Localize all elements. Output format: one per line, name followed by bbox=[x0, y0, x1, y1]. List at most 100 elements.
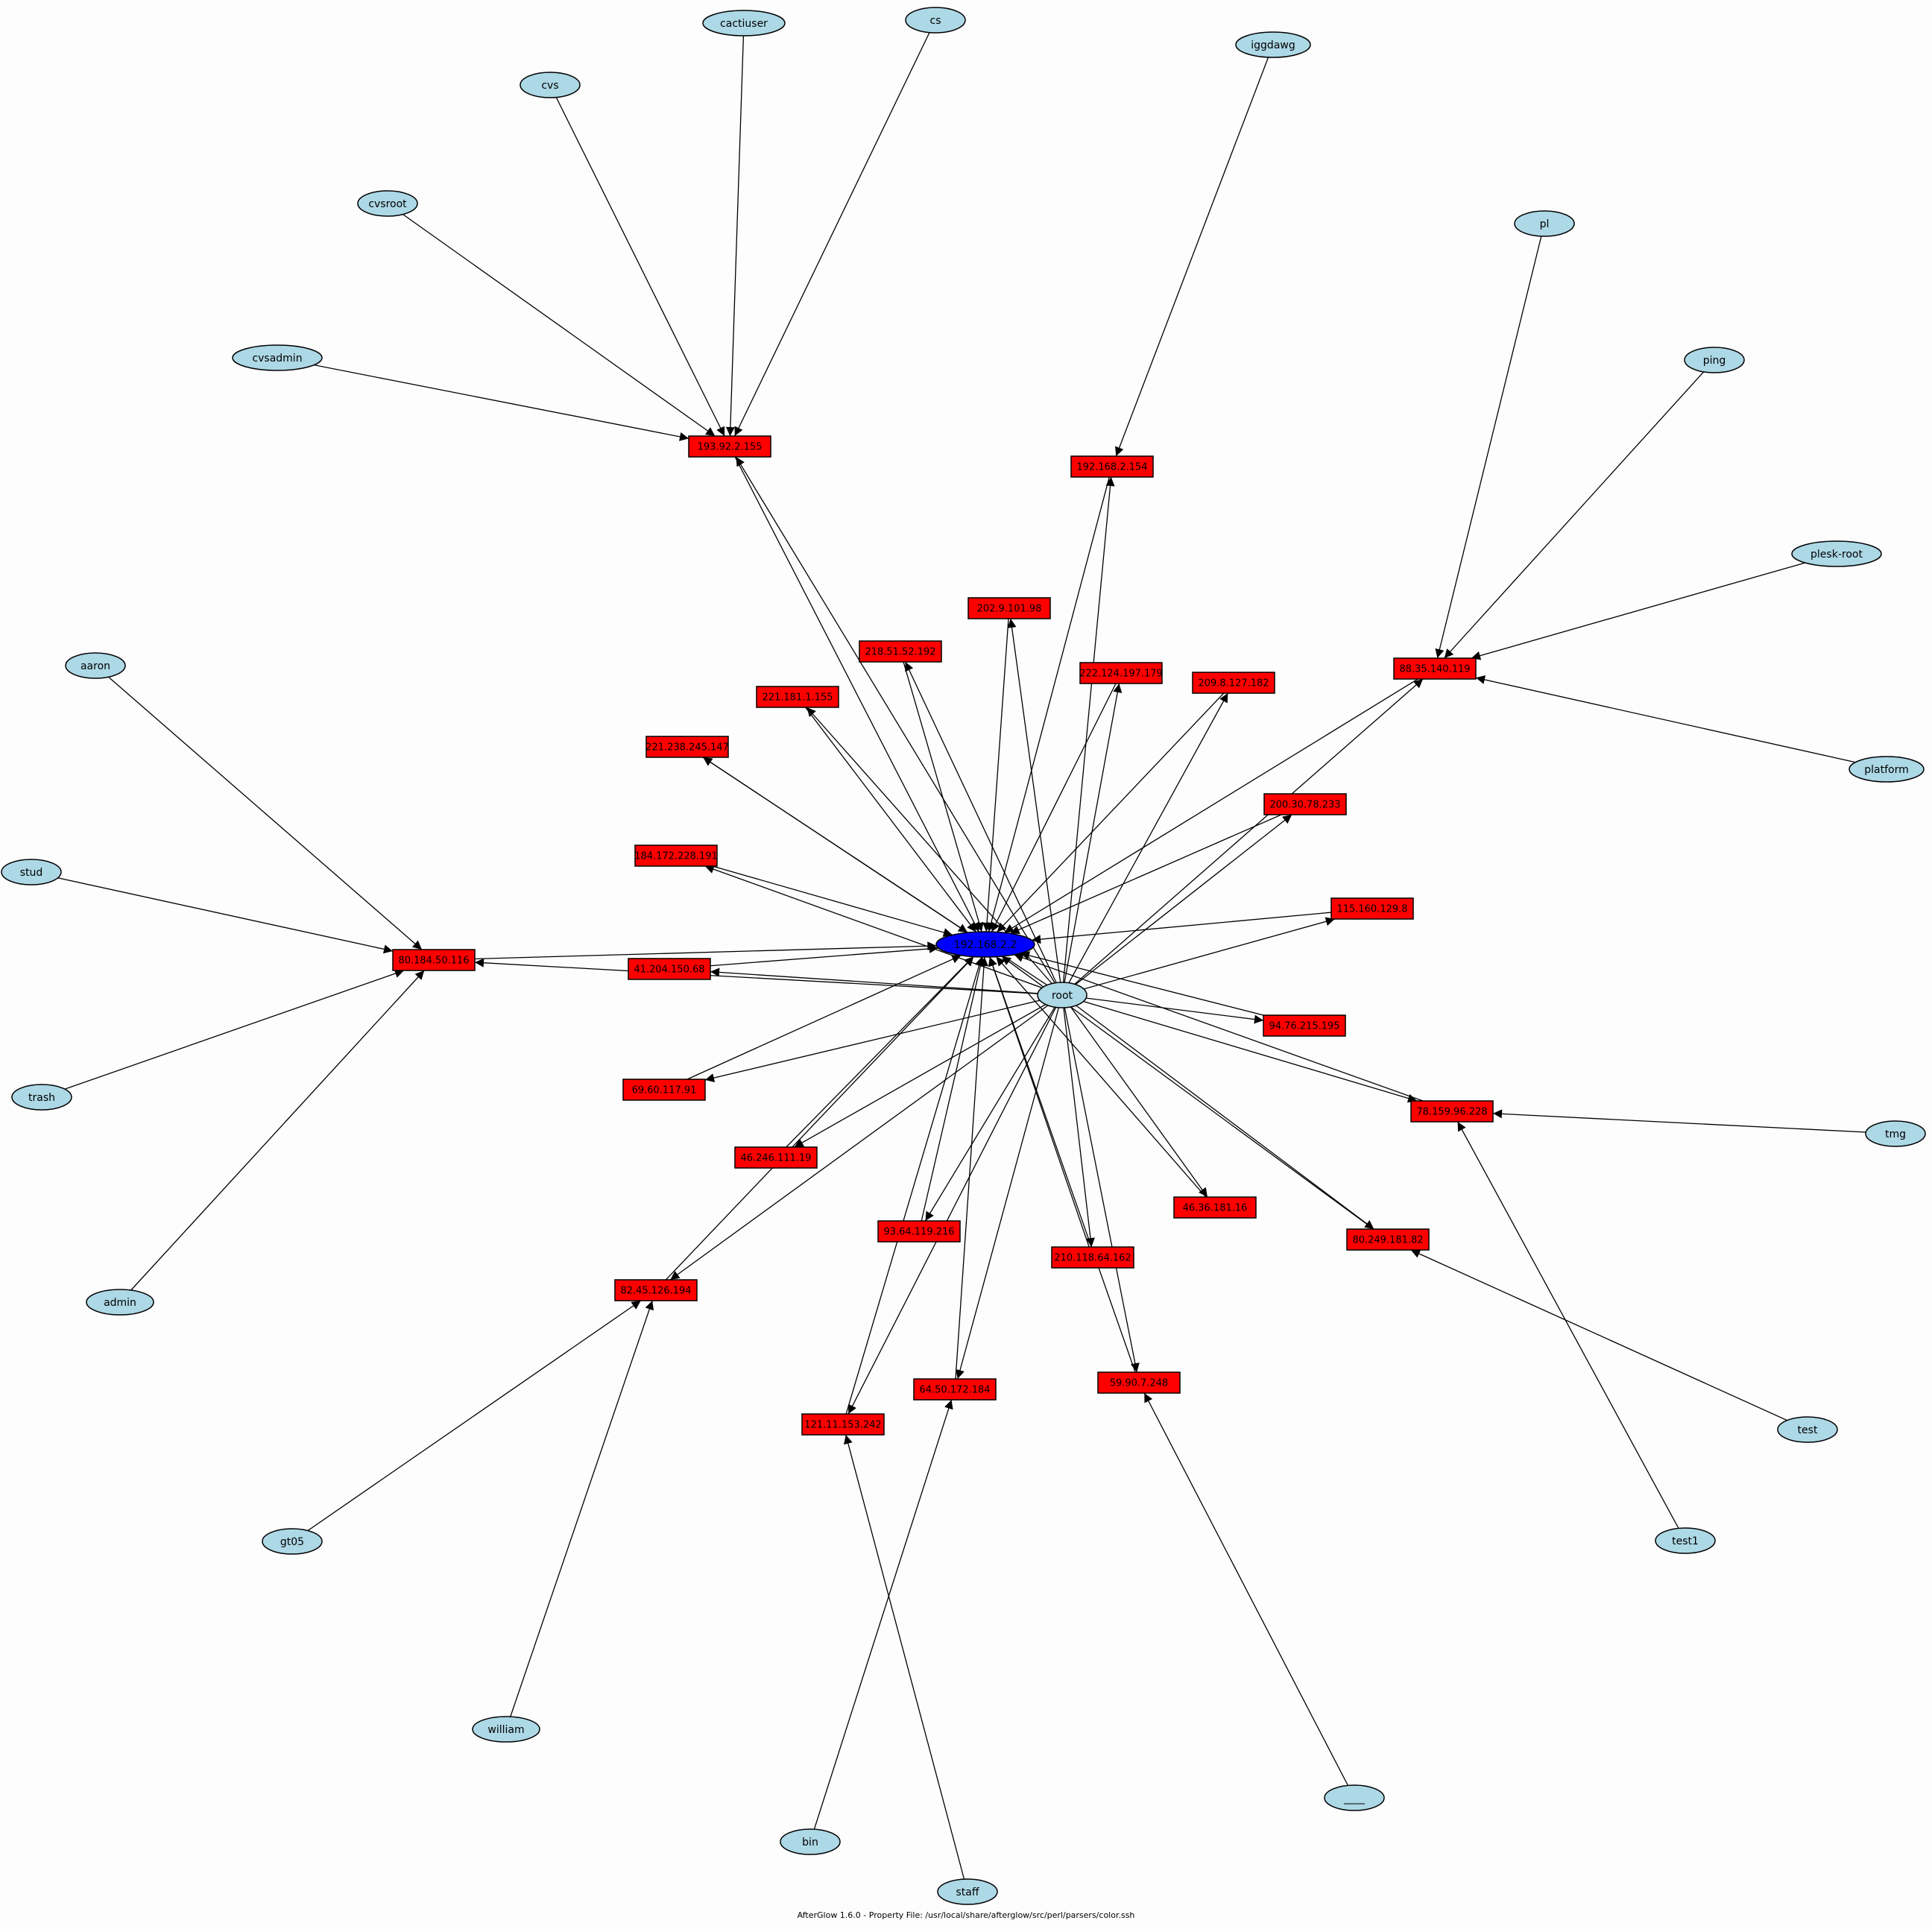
user-node[interactable]: tmg bbox=[1865, 1120, 1926, 1147]
user-ellipse bbox=[905, 7, 966, 34]
node-label: cvsadmin bbox=[252, 353, 302, 364]
user-node[interactable]: plesk-root bbox=[1791, 540, 1882, 567]
user-node[interactable]: platform bbox=[1849, 756, 1925, 783]
user-node[interactable]: root bbox=[1037, 982, 1087, 1008]
source-ip-box bbox=[634, 844, 718, 867]
source-ip-node[interactable]: 210.118.64.162 bbox=[1051, 1246, 1134, 1269]
graph-edge bbox=[1475, 675, 1887, 770]
source-ip-node[interactable]: 115.160.129.8 bbox=[1330, 897, 1414, 920]
user-node[interactable]: test1 bbox=[1655, 1527, 1716, 1554]
user-ellipse bbox=[520, 72, 581, 98]
node-label: aaron bbox=[80, 660, 110, 672]
source-ip-node[interactable]: 69.60.117.91 bbox=[622, 1079, 706, 1101]
node-label: 210.118.64.162 bbox=[1054, 1253, 1131, 1264]
source-ip-node[interactable]: 200.30.78.233 bbox=[1263, 793, 1347, 815]
user-node[interactable]: iggdawg bbox=[1235, 31, 1311, 58]
graph-edge bbox=[1032, 908, 1373, 944]
user-node[interactable]: admin bbox=[86, 1289, 154, 1316]
user-node[interactable]: bin bbox=[780, 1828, 841, 1855]
graph-edge bbox=[291, 1300, 642, 1542]
source-ip-node[interactable]: 78.159.96.228 bbox=[1410, 1100, 1494, 1123]
source-ip-box bbox=[1410, 1100, 1494, 1123]
source-ip-node[interactable]: 202.9.101.98 bbox=[967, 597, 1051, 619]
graph-edge bbox=[956, 994, 1063, 1380]
user-node[interactable]: gt05 bbox=[262, 1528, 323, 1555]
user-node[interactable]: cvsadmin bbox=[232, 344, 323, 371]
node-label: 222.124.197.179 bbox=[1079, 669, 1163, 680]
user-node[interactable]: staff bbox=[937, 1878, 998, 1905]
graph-edge bbox=[995, 956, 1216, 1208]
source-ip-node[interactable]: 41.204.150.68 bbox=[628, 958, 711, 980]
user-node[interactable]: ping bbox=[1684, 347, 1745, 373]
graph-edge bbox=[41, 969, 405, 1098]
source-ip-node[interactable]: 93.64.119.216 bbox=[877, 1220, 961, 1243]
source-ip-node[interactable]: 59.90.7.248 bbox=[1097, 1371, 1181, 1394]
graph-edge bbox=[842, 956, 984, 1425]
user-ellipse bbox=[1, 859, 62, 885]
user-node[interactable]: cactiuser bbox=[702, 10, 786, 37]
source-ip-box bbox=[1192, 672, 1275, 694]
source-ip-box bbox=[859, 640, 942, 663]
source-ip-node[interactable]: 46.36.181.16 bbox=[1173, 1196, 1257, 1219]
graph-edge bbox=[844, 1434, 968, 1892]
node-label: cvsroot bbox=[368, 198, 407, 210]
user-node[interactable]: william bbox=[472, 1716, 540, 1743]
user-node[interactable]: trash bbox=[11, 1084, 72, 1111]
node-label: 69.60.117.91 bbox=[632, 1085, 697, 1096]
source-ip-node[interactable]: 184.172.228.191 bbox=[634, 844, 718, 867]
source-ip-node[interactable]: 88.35.140.119 bbox=[1393, 657, 1477, 680]
node-layer: 193.92.2.155 192.168.2.154 202.9.101.98 218… bbox=[1, 7, 1926, 1905]
graph-caption: AfterGlow 1.6.0 - Property File: /usr/lo… bbox=[798, 1910, 1135, 1920]
source-ip-node[interactable]: 192.168.2.154 bbox=[1070, 455, 1154, 478]
target-ip-node[interactable]: 192.168.2.2 bbox=[935, 931, 1035, 958]
source-ip-box bbox=[913, 1378, 997, 1401]
graph-edge bbox=[663, 955, 962, 1090]
source-ip-node[interactable]: 193.92.2.155 bbox=[688, 435, 771, 458]
graph-edge bbox=[982, 607, 1010, 932]
user-ellipse bbox=[472, 1716, 540, 1743]
node-label: 88.35.140.119 bbox=[1399, 664, 1470, 675]
node-label: 221.238.245.147 bbox=[645, 742, 729, 754]
source-ip-node[interactable]: 64.50.172.184 bbox=[913, 1378, 997, 1401]
source-ip-node[interactable]: 222.124.197.179 bbox=[1079, 662, 1163, 684]
source-ip-box bbox=[1173, 1196, 1257, 1219]
source-ip-node[interactable]: 94.76.215.195 bbox=[1263, 1014, 1346, 1037]
user-node[interactable]: pl bbox=[1514, 210, 1575, 237]
user-ellipse bbox=[1791, 540, 1882, 567]
graph-edge bbox=[387, 203, 716, 437]
node-label: tmg bbox=[1885, 1128, 1906, 1140]
source-ip-box bbox=[1070, 455, 1154, 478]
node-label: 94.76.215.195 bbox=[1269, 1021, 1339, 1032]
user-node[interactable]: aaron bbox=[65, 652, 126, 679]
source-ip-node[interactable]: 209.8.127.182 bbox=[1192, 672, 1275, 694]
node-label: 221.181.1.155 bbox=[762, 692, 833, 704]
source-ip-node[interactable]: 82.45.126.194 bbox=[614, 1279, 698, 1301]
node-label: 46.246.111.19 bbox=[740, 1153, 811, 1164]
graph-edge bbox=[1010, 804, 1306, 935]
node-label: 184.172.228.191 bbox=[634, 851, 718, 862]
node-label: 218.51.52.192 bbox=[865, 647, 935, 658]
node-label: 93.64.119.216 bbox=[883, 1227, 954, 1238]
graph-edge bbox=[1492, 1109, 1896, 1134]
user-node[interactable]: ____ bbox=[1324, 1784, 1385, 1811]
user-node[interactable]: cvs bbox=[520, 72, 581, 98]
node-label: 64.50.172.184 bbox=[919, 1385, 990, 1396]
source-ip-node[interactable]: 121.11.153.242 bbox=[801, 1413, 885, 1436]
user-node[interactable]: cs bbox=[905, 7, 966, 34]
graph-edge bbox=[1061, 692, 1228, 996]
node-label: plesk-root bbox=[1811, 549, 1863, 561]
user-node[interactable]: test bbox=[1777, 1416, 1838, 1443]
source-ip-node[interactable]: 46.246.111.19 bbox=[734, 1146, 818, 1169]
graph-edge bbox=[1471, 553, 1837, 660]
source-ip-node[interactable]: 80.249.181.82 bbox=[1346, 1228, 1430, 1251]
source-ip-node[interactable]: 221.238.245.147 bbox=[645, 736, 729, 758]
source-ip-box bbox=[967, 597, 1051, 619]
source-ip-node[interactable]: 218.51.52.192 bbox=[859, 640, 942, 663]
source-ip-node[interactable]: 221.181.1.155 bbox=[756, 686, 839, 708]
user-node[interactable]: stud bbox=[1, 859, 62, 885]
graph-edge bbox=[847, 994, 1063, 1415]
source-ip-node[interactable]: 80.184.50.116 bbox=[392, 949, 476, 971]
user-node[interactable]: cvsroot bbox=[357, 190, 418, 217]
node-label: admin bbox=[104, 1297, 136, 1309]
